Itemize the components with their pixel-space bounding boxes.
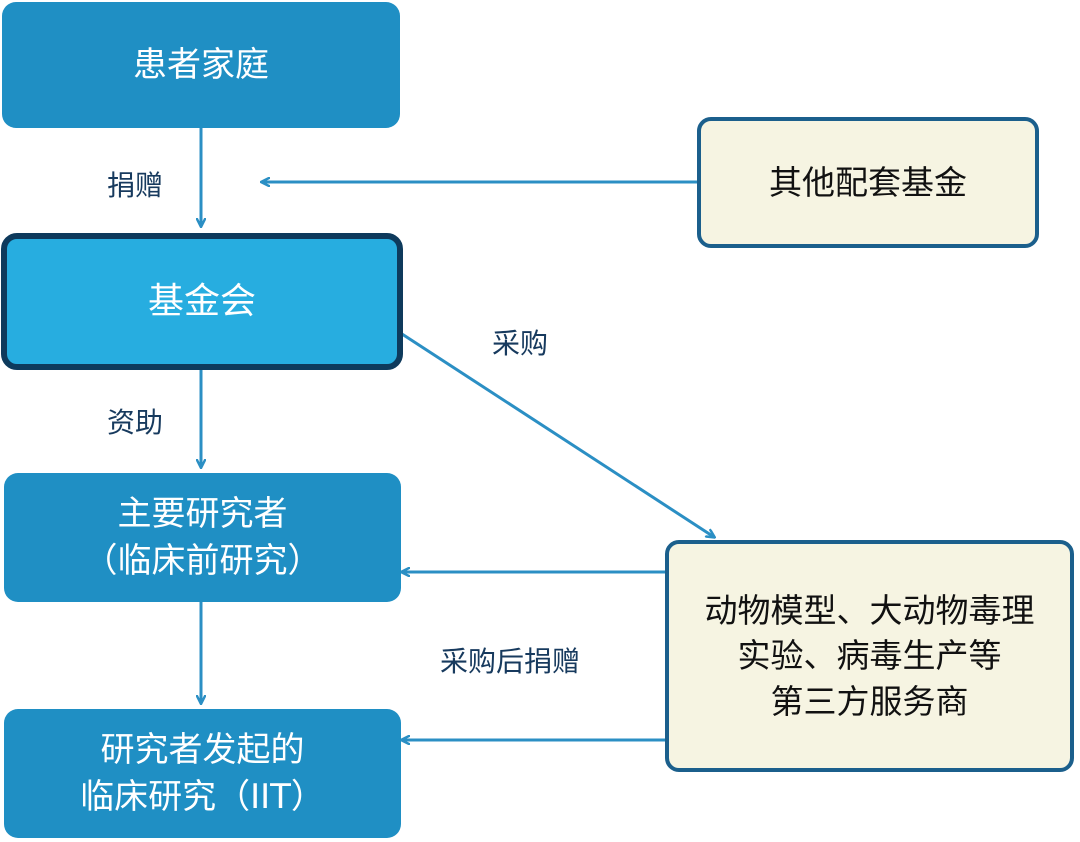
edge-label-fund: 资助: [107, 406, 164, 439]
node-iit-label: 研究者发起的 临床研究（IIT）: [80, 729, 325, 817]
node-patient-family-label: 患者家庭: [133, 44, 269, 85]
node-patient-family: 患者家庭: [2, 2, 400, 128]
node-foundation: 基金会: [1, 233, 403, 370]
edge-label-donate: 捐赠: [107, 169, 164, 202]
node-principal-investigator: 主要研究者 （临床前研究）: [4, 473, 401, 602]
node-third-party-services: 动物模型、大动物毒理 实验、病毒生产等 第三方服务商: [665, 540, 1074, 772]
node-principal-investigator-label: 主要研究者 （临床前研究）: [83, 493, 322, 581]
edge-label-purchase-then-donate: 采购后捐赠: [440, 645, 581, 678]
arrow-foundation-to-thirdparty: [401, 332, 714, 537]
node-other-funds-label: 其他配套基金: [769, 162, 967, 202]
node-foundation-label: 基金会: [147, 280, 256, 322]
node-third-party-services-label: 动物模型、大动物毒理 实验、病毒生产等 第三方服务商: [704, 590, 1035, 721]
node-iit: 研究者发起的 临床研究（IIT）: [4, 709, 401, 838]
edge-label-purchase: 采购: [492, 327, 549, 360]
node-other-funds: 其他配套基金: [697, 117, 1039, 248]
